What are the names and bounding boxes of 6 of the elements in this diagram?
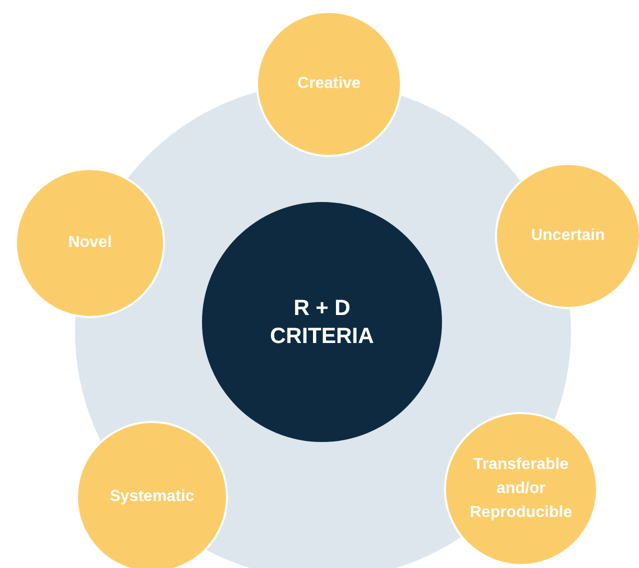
circle-label: Systematic bbox=[110, 487, 194, 507]
circle-label: R + D CRITERIA bbox=[269, 294, 375, 350]
circle-label: Uncertain bbox=[531, 226, 605, 246]
circle-label: Creative bbox=[297, 74, 361, 94]
circle-label: Novel bbox=[68, 233, 112, 253]
circle-label: Transferable and/or Reproducible bbox=[468, 455, 574, 523]
